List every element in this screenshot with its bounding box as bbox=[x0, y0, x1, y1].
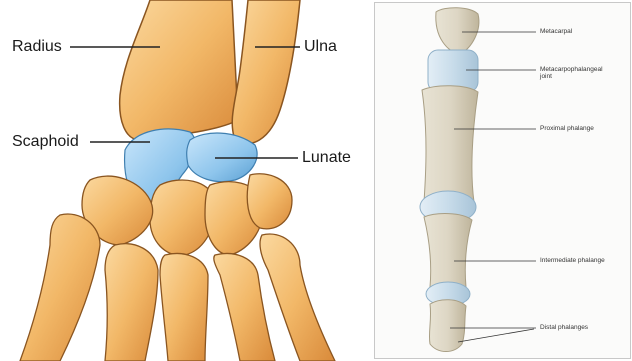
metacarpal-bone bbox=[105, 244, 158, 361]
mcp-joint-label-line1: Metacarpophalangeal bbox=[540, 66, 603, 73]
intermediate-phalange-bone bbox=[424, 214, 472, 293]
metacarpal-bone bbox=[214, 254, 275, 361]
metacarpal-label: Metacarpal bbox=[540, 28, 572, 35]
finger-illustration bbox=[374, 2, 631, 359]
metacarpal-bone bbox=[436, 8, 479, 54]
carpal-bone bbox=[247, 174, 292, 229]
lunate-label: Lunate bbox=[302, 149, 351, 167]
scaphoid-label: Scaphoid bbox=[12, 133, 79, 151]
metacarpal-bone bbox=[20, 214, 100, 361]
radius-label: Radius bbox=[12, 38, 62, 56]
mcp-joint-label-line2: joint bbox=[540, 73, 552, 80]
proximal-phalange-label: Proximal phalange bbox=[540, 125, 594, 132]
distal-phalanges-leader-2 bbox=[458, 329, 534, 342]
distal-phalanges-label: Distal phalanges bbox=[540, 324, 588, 331]
distal-phalange-bone bbox=[429, 300, 466, 352]
metacarpal-bone bbox=[260, 234, 335, 361]
ulna-label: Ulna bbox=[304, 38, 337, 56]
metacarpal-bone bbox=[160, 254, 208, 361]
intermediate-phalange-label: Intermediate phalange bbox=[540, 257, 605, 264]
radius-bone bbox=[120, 0, 238, 140]
ulna-bone bbox=[232, 0, 300, 144]
